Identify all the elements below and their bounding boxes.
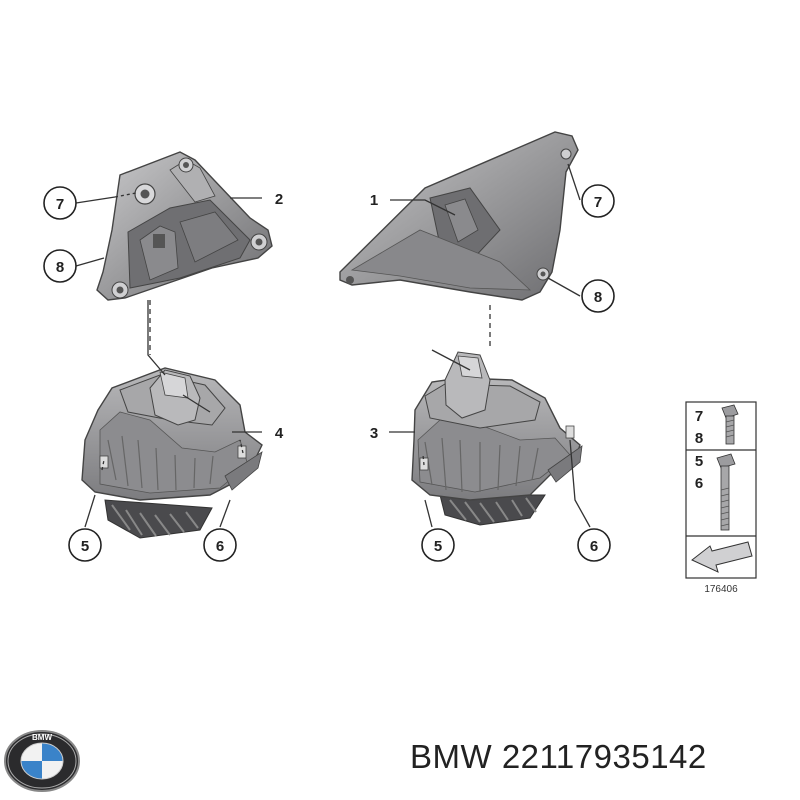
svg-text:7: 7: [594, 194, 602, 211]
bmw-logo: BMW: [4, 730, 80, 792]
svg-text:4: 4: [275, 425, 284, 442]
svg-text:5: 5: [81, 538, 89, 555]
bmw-logo-text: BMW: [32, 733, 52, 742]
reference-number: 176406: [704, 584, 738, 595]
svg-text:2: 2: [275, 191, 283, 208]
svg-text:8: 8: [594, 289, 602, 306]
svg-text:1: 1: [370, 192, 378, 209]
fastener-legend: 7 8 5 6 176406: [685, 401, 757, 595]
callout-5-left: 5: [68, 528, 102, 562]
callout-4: 4: [275, 425, 284, 442]
svg-text:6: 6: [216, 538, 224, 555]
callout-3: 3: [370, 425, 378, 442]
short-bolt-icon: [721, 404, 739, 445]
callout-5-right: 5: [421, 528, 455, 562]
callout-7-left: 7: [43, 186, 77, 220]
leader-lines: [75, 163, 591, 528]
svg-text:8: 8: [56, 259, 64, 276]
legend-number-8: 8: [695, 430, 703, 447]
callout-2: 2: [275, 191, 283, 208]
left-engine-bracket: [96, 151, 273, 301]
callouts: 7 2 8 1 7 8 4 3 5 6: [43, 184, 615, 562]
legend-number-5: 5: [695, 453, 703, 470]
callout-8-left: 8: [43, 249, 77, 283]
callout-1: 1: [370, 192, 378, 209]
left-engine-mount: [81, 367, 263, 539]
right-engine-mount: [411, 351, 583, 526]
svg-text:6: 6: [590, 538, 598, 555]
callout-6-right: 6: [577, 528, 611, 562]
callout-6-left: 6: [203, 528, 237, 562]
svg-text:5: 5: [434, 538, 442, 555]
callout-7-right: 7: [581, 184, 615, 218]
part-number-title: BMW 22117935142: [410, 738, 707, 775]
direction-arrow-icon: [691, 541, 753, 573]
svg-text:7: 7: [56, 196, 64, 213]
legend-number-7: 7: [695, 408, 703, 425]
legend-number-6: 6: [695, 475, 703, 492]
right-engine-bracket: [339, 131, 579, 301]
long-bolt-icon: [716, 453, 736, 531]
svg-text:3: 3: [370, 425, 378, 442]
callout-8-right: 8: [581, 279, 615, 313]
